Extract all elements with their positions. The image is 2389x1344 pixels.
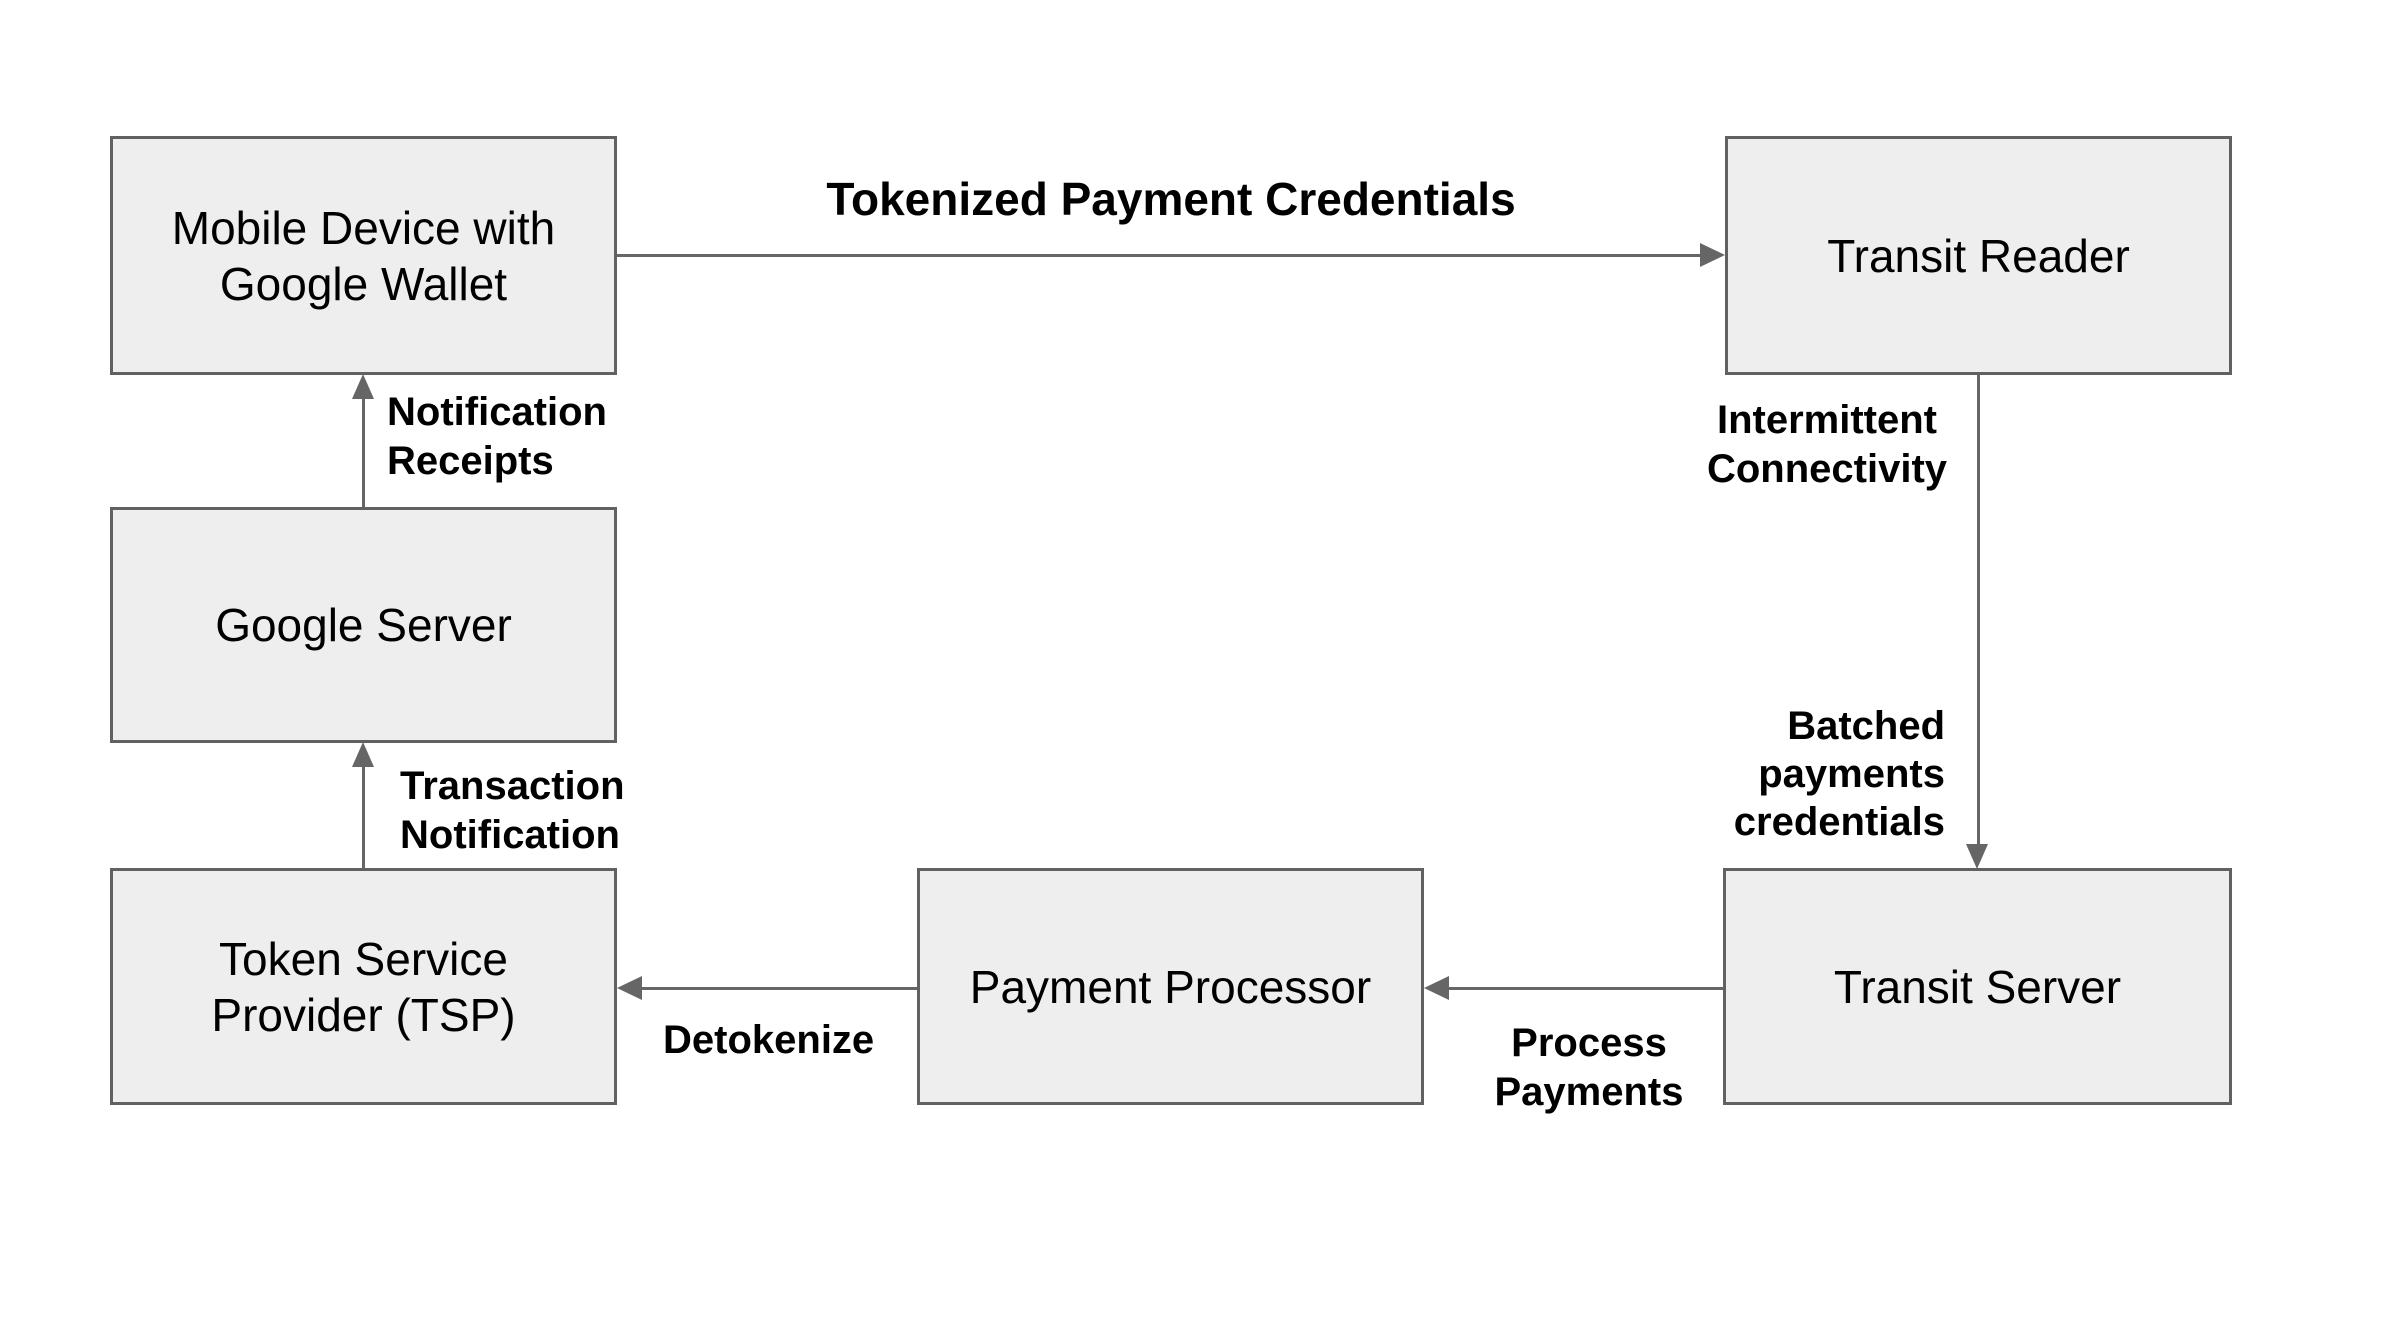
node-payment-processor: Payment Processor: [917, 868, 1424, 1105]
node-transit-reader: Transit Reader: [1725, 136, 2232, 375]
node-token-service-provider: Token Service Provider (TSP): [110, 868, 617, 1105]
edge-label-tokenized-payment-credentials: Tokenized Payment Credentials: [826, 173, 1516, 225]
arrowhead-up-icon: [352, 742, 374, 767]
node-label-transit-server: Transit Server: [1833, 960, 2122, 1013]
edge-label-notification-receipts: Notification Receipts: [387, 390, 607, 483]
node-label-transit-reader: Transit Reader: [1827, 229, 2130, 282]
arrowhead-left-icon: [1424, 976, 1449, 1000]
arrowhead-right-icon: [1700, 243, 1725, 267]
arrowhead-down-icon: [1966, 844, 1988, 869]
node-mobile-device-google-wallet: Mobile Device with Google Wallet: [110, 136, 617, 375]
node-transit-server: Transit Server: [1723, 868, 2232, 1105]
node-google-server: Google Server: [110, 507, 617, 743]
edge-label-detokenize: Detokenize: [663, 1018, 875, 1062]
edge-label-process-payments: Process Payments: [1494, 1021, 1684, 1114]
edge-label-transaction-notification: Transaction Notification: [400, 764, 625, 857]
node-label-google-server: Google Server: [215, 599, 512, 651]
edge-processor-to-tsp-line: [641, 987, 917, 990]
edge-google-server-to-mobile-line: [362, 398, 365, 507]
node-label-payment-processor: Payment Processor: [969, 960, 1372, 1013]
edge-label-intermittent-connectivity: Intermittent Connectivity: [1706, 398, 1948, 491]
node-label-mobile-device-google-wallet: Mobile Device with Google Wallet: [171, 201, 556, 310]
node-label-token-service-provider: Token Service Provider (TSP): [211, 932, 516, 1041]
edge-label-batched-payments-credentials: Batched payments credentials: [1733, 704, 1945, 844]
edge-transit-server-to-processor-line: [1448, 987, 1723, 990]
edge-mobile-to-reader-line: [617, 254, 1701, 257]
arrowhead-left-icon: [617, 976, 642, 1000]
edge-reader-to-transit-server-line: [1977, 375, 1980, 845]
arrowhead-up-icon: [352, 374, 374, 399]
edge-tsp-to-google-server-line: [362, 766, 365, 868]
